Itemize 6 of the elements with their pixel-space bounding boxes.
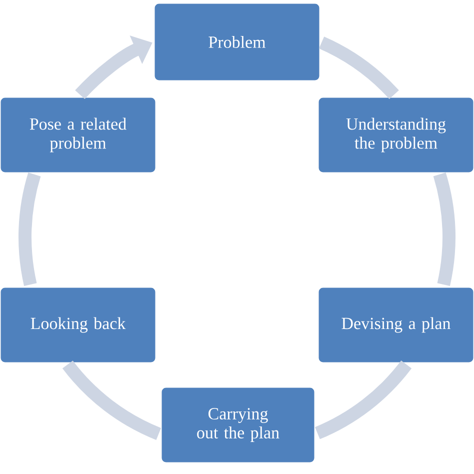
process-box: Pose a related problem	[0, 96, 157, 174]
process-box: Carrying out the plan	[160, 386, 316, 464]
process-box: Problem	[153, 2, 321, 82]
process-box: Looking back	[0, 286, 157, 364]
process-box: Understanding the problem	[317, 96, 474, 174]
process-box: Devising a plan	[317, 286, 474, 364]
